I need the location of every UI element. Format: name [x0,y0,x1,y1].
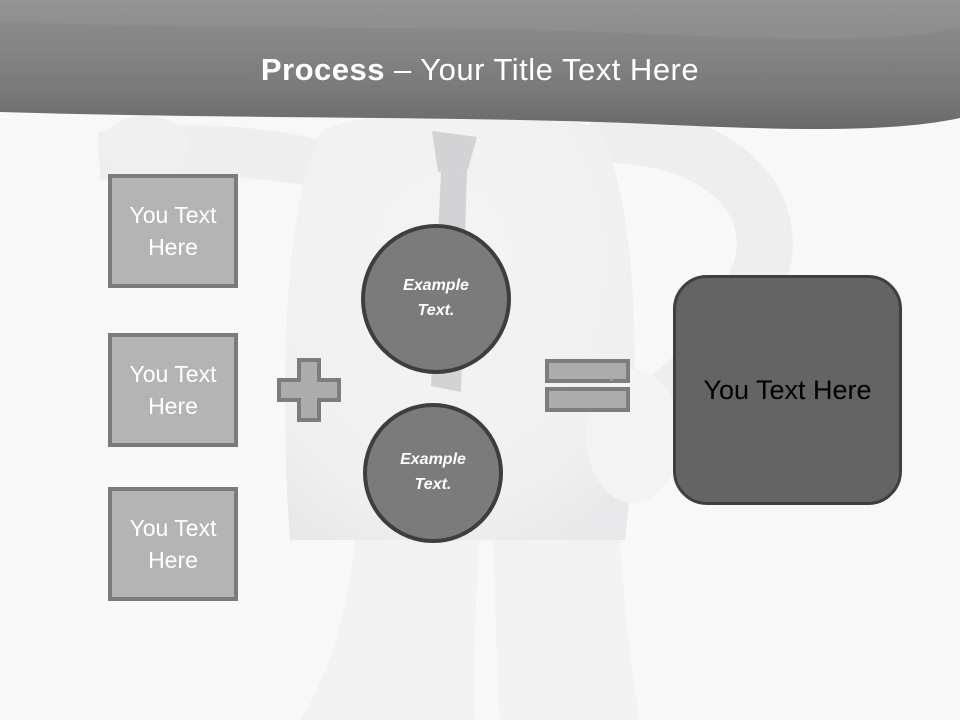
input-box-3-label: You Text Here [129,514,217,573]
input-box-1-label: You Text Here [129,201,217,260]
example-circle-2-label: Example Text. [400,451,466,493]
input-box-1: You Text Here [108,174,238,288]
result-box-label: You Text Here [703,374,872,405]
input-box-3: You Text Here [108,487,238,601]
figure-right-leg [492,520,640,720]
example-circle-1-label: Example Text. [403,277,469,319]
figure-tie-knot [432,131,477,172]
period-dot [610,378,613,381]
figure-left-leg [300,520,481,720]
example-circle-2: Example Text. [363,403,503,543]
figure-left-fist [101,116,189,176]
plus-icon [277,358,341,422]
result-box: You Text Here [673,275,902,505]
example-circle-1: Example Text. [361,224,511,374]
input-box-2-label: You Text Here [129,360,217,419]
equals-icon [545,359,630,412]
input-box-2: You Text Here [108,333,238,447]
